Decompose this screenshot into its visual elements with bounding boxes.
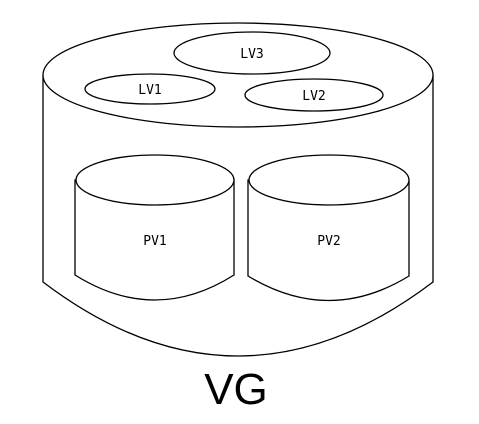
lv1-label: LV1 [138, 83, 161, 98]
lv1-ellipse [84, 73, 216, 105]
vg-label: VG [204, 365, 268, 414]
lv3-ellipse [173, 31, 331, 75]
pv1-cylinder-top [75, 154, 235, 206]
pv2-label: PV2 [317, 234, 340, 249]
vg-cylinder-body [42, 75, 434, 357]
pv1: PV1 [74, 154, 235, 301]
lv1: LV1 [84, 73, 216, 105]
lv2-label: LV2 [302, 89, 325, 104]
pv1-label: PV1 [143, 234, 166, 249]
lv2: LV2 [244, 78, 384, 112]
lv2-ellipse [244, 78, 384, 112]
lv3: LV3 [173, 31, 331, 75]
pv2-cylinder-body [247, 179, 410, 302]
pv2-cylinder-top [248, 154, 410, 206]
lv3-label: LV3 [240, 47, 263, 62]
pv1-cylinder-body [74, 179, 235, 301]
pv2: PV2 [247, 154, 410, 302]
